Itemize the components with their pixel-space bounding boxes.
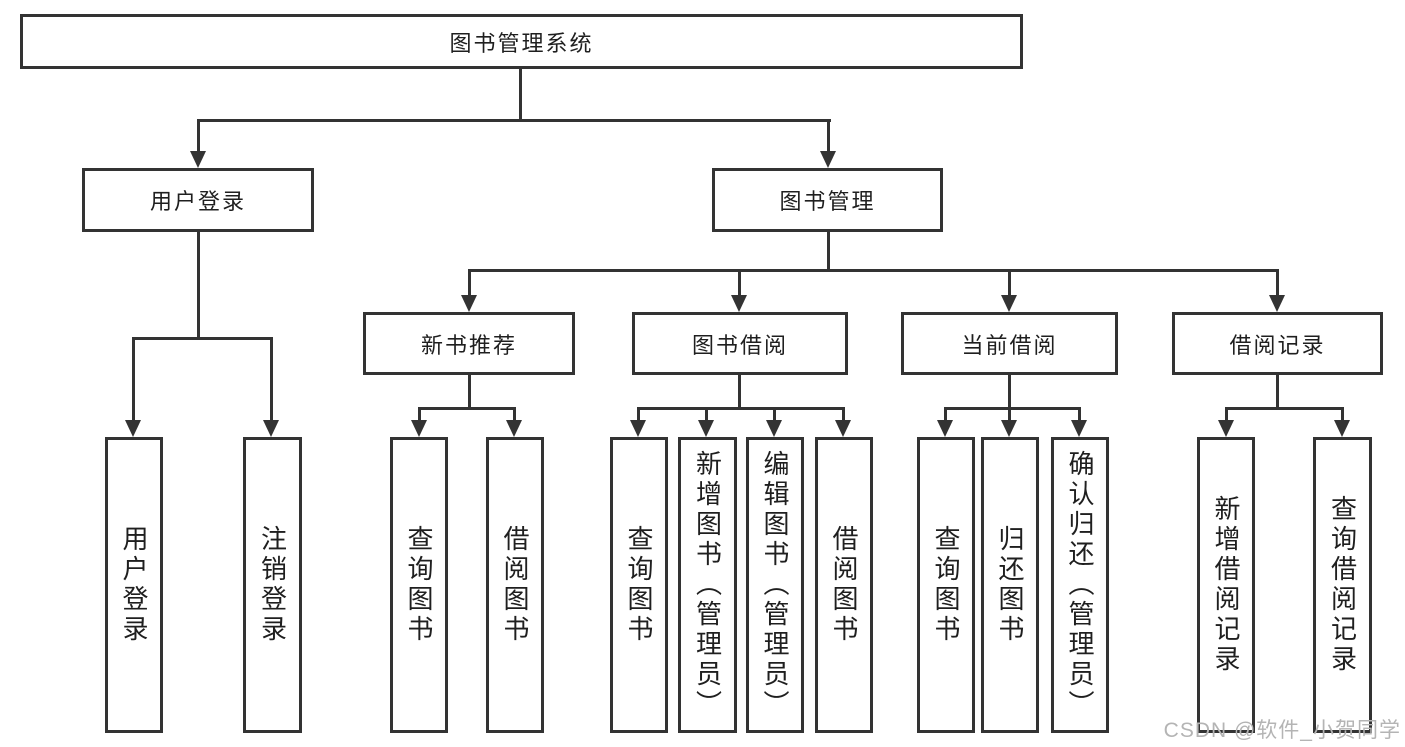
edge-book-mgmt-split (468, 269, 1279, 272)
leaf-query-books-recommend: 查询图书 (390, 437, 448, 733)
node-label: 借阅图书 (500, 525, 530, 645)
node-label: 归还图书 (995, 525, 1025, 645)
edge-drop (513, 407, 516, 420)
leaf-query-books-borrow: 查询图书 (610, 437, 668, 733)
node-label: 用户登录 (149, 189, 246, 214)
arrowhead-icon (698, 420, 714, 437)
node-label: 查询借阅记录 (1327, 495, 1358, 675)
arrowhead-icon (630, 420, 646, 437)
edge-split (1225, 407, 1343, 410)
node-label: 图书管理 (779, 189, 876, 214)
arrowhead-icon (731, 295, 747, 312)
edge-drop (1008, 269, 1011, 296)
node-label: 图书借阅 (691, 332, 788, 358)
arrowhead-icon (190, 151, 206, 168)
node-current-borrowing: 当前借阅 (901, 312, 1118, 375)
edge-drop (842, 407, 845, 420)
node-label: 新书推荐 (420, 332, 517, 358)
csdn-watermark: CSDN @软件_小贺同学 (1163, 719, 1401, 742)
node-library-system: 图书管理系统 (20, 14, 1023, 69)
node-label: 新增借阅记录 (1211, 495, 1241, 675)
leaf-borrow-books-borrow: 借阅图书 (815, 437, 873, 733)
edge-drop (1276, 269, 1279, 296)
leaf-query-books-current: 查询图书 (917, 437, 975, 733)
leaf-edit-books-admin: 编辑图书（管理员） (746, 437, 804, 733)
node-label: 查询图书 (404, 525, 434, 645)
edge-drop (1078, 407, 1081, 420)
edge-stem (1276, 375, 1279, 410)
arrowhead-icon (506, 420, 522, 437)
edge-drop (827, 119, 830, 152)
edge-root-stem (519, 69, 522, 120)
arrowhead-icon (1001, 420, 1017, 437)
edge-drop (773, 407, 776, 420)
edge-split (637, 407, 845, 410)
arrowhead-icon (1071, 420, 1087, 437)
arrowhead-icon (937, 420, 953, 437)
node-label: 注销登录 (257, 525, 288, 645)
arrowhead-icon (1334, 420, 1350, 437)
edge-user-login-split (132, 337, 273, 340)
node-label: 新增图书（管理员） (692, 450, 723, 720)
edge-stem (1008, 375, 1011, 410)
node-label: 编辑图书（管理员） (760, 450, 790, 720)
edge-stem (738, 375, 741, 410)
leaf-confirm-return-admin: 确认归还（管理员） (1051, 437, 1109, 733)
arrowhead-icon (835, 420, 851, 437)
node-borrowing-records: 借阅记录 (1172, 312, 1383, 375)
node-label: 用户登录 (119, 525, 149, 645)
arrowhead-icon (411, 420, 427, 437)
node-label: 图书管理系统 (449, 30, 594, 56)
edge-user-login-stem (197, 232, 200, 340)
edge-drop (637, 407, 640, 420)
arrowhead-icon (1269, 295, 1285, 312)
edge-drop (197, 119, 200, 152)
leaf-add-books-admin: 新增图书（管理员） (678, 437, 737, 733)
edge-drop (468, 269, 471, 296)
edge-split (418, 407, 516, 410)
arrowhead-icon (1218, 420, 1234, 437)
edge-drop (738, 269, 741, 296)
edge-drop (944, 407, 947, 420)
edge-split (944, 407, 1081, 410)
edge-drop (270, 337, 273, 420)
edge-drop (1008, 407, 1011, 420)
node-label: 确认归还（管理员） (1065, 450, 1095, 720)
edge-drop (1225, 407, 1228, 420)
arrowhead-icon (766, 420, 782, 437)
node-label: 借阅记录 (1229, 332, 1326, 358)
edge-book-mgmt-stem (827, 232, 830, 272)
node-label: 查询图书 (931, 525, 961, 645)
leaf-user-login: 用户登录 (105, 437, 163, 733)
leaf-add-borrow-record: 新增借阅记录 (1197, 437, 1255, 733)
node-new-book-recommendation: 新书推荐 (363, 312, 575, 375)
node-user-login: 用户登录 (82, 168, 314, 232)
node-book-management: 图书管理 (712, 168, 943, 232)
node-label: 借阅图书 (829, 525, 859, 645)
arrowhead-icon (263, 420, 279, 437)
edge-drop (418, 407, 421, 420)
edge-drop (132, 337, 135, 420)
arrowhead-icon (125, 420, 141, 437)
edge-drop (705, 407, 708, 420)
edge-root-split (197, 119, 831, 122)
leaf-return-books: 归还图书 (981, 437, 1039, 733)
leaf-logout-login: 注销登录 (243, 437, 302, 733)
edge-drop (1341, 407, 1344, 420)
node-label: 当前借阅 (961, 332, 1058, 358)
node-book-borrowing: 图书借阅 (632, 312, 848, 375)
leaf-borrow-books-recommend: 借阅图书 (486, 437, 544, 733)
arrowhead-icon (461, 295, 477, 312)
edge-stem (468, 375, 471, 410)
leaf-query-borrow-record: 查询借阅记录 (1313, 437, 1372, 733)
arrowhead-icon (1001, 295, 1017, 312)
arrowhead-icon (820, 151, 836, 168)
node-label: 查询图书 (624, 525, 654, 645)
